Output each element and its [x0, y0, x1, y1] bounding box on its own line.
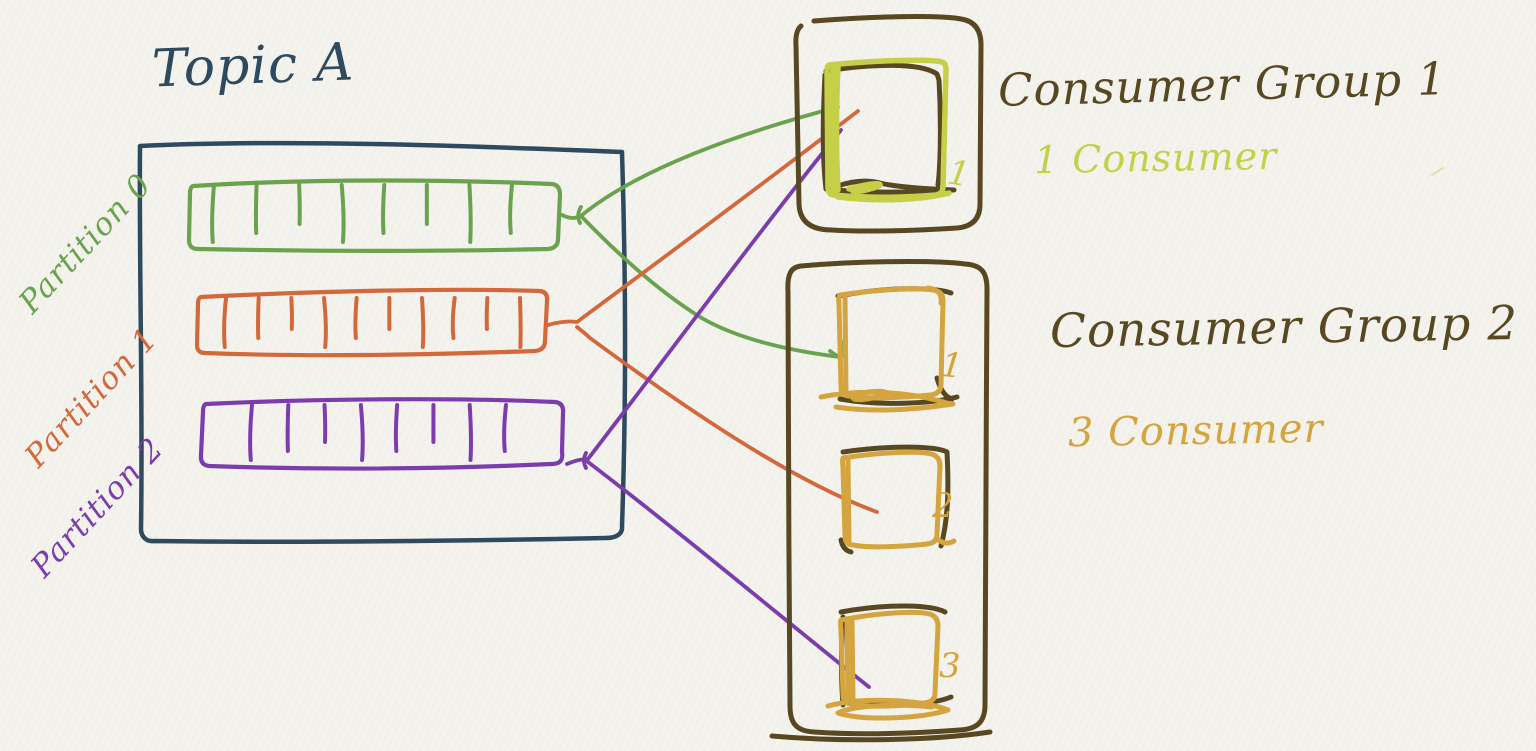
partition-divider: [322, 296, 328, 349]
partition-2-dividers: [248, 403, 508, 462]
assignment-p0-to-cg1: [560, 105, 840, 225]
consumer-group-1-consumer-box: [824, 57, 952, 203]
partition-divider: [297, 183, 302, 226]
tail-tick: [582, 451, 588, 470]
left-double-stroke: [842, 294, 849, 396]
tail-tick: [576, 205, 583, 225]
left-double-stroke-1: [828, 64, 837, 196]
corner-overshoot: [925, 285, 944, 306]
cg2-consumer-boxes: [818, 285, 957, 721]
partition-divider: [358, 403, 365, 462]
outline: [836, 286, 946, 401]
consumer-group-1-subtitle: 1 Consumer: [1033, 133, 1278, 183]
cg1-outline: [793, 14, 984, 234]
bottom-scribble: [825, 697, 951, 721]
partition-divider: [467, 403, 473, 462]
outline: [840, 449, 943, 550]
partition-divider: [253, 183, 259, 235]
partition-divider: [450, 296, 457, 340]
topic-title: Topic A: [151, 32, 356, 100]
cg1-consumer-box-yellowgreen: [824, 57, 949, 200]
partition-1-dividers: [222, 296, 523, 349]
cg2-consumer-3-number: 3: [939, 646, 962, 686]
partition-2-queue: [198, 397, 566, 471]
assignment-p1-to-cg1: [546, 109, 860, 327]
cg2-consumer-3-box: [825, 609, 951, 721]
partition-divider: [285, 403, 291, 453]
partition-divider: [353, 296, 359, 340]
assignment-p2-to-cg1: [565, 128, 843, 466]
topic-box: [137, 140, 628, 545]
partition-divider: [508, 183, 514, 235]
partition-divider: [518, 296, 523, 349]
cg2-consumer-1-box: [818, 285, 956, 413]
partition-divider: [484, 296, 490, 331]
consumer-group-2-subtitle: 3 Consumer: [1067, 405, 1325, 457]
cg2-consumer-1-number: 1: [938, 344, 966, 388]
cg2-outline: [785, 259, 990, 737]
partition-divider: [420, 296, 426, 349]
cg2-consumer-2-box: [840, 449, 957, 550]
partition-divider: [467, 183, 473, 244]
partition-divider: [322, 403, 328, 444]
topic-box-outline: [137, 140, 628, 545]
partition-divider: [222, 296, 228, 349]
partition-2-outline: [198, 397, 566, 471]
bottom-scribble: [818, 388, 956, 413]
line: [580, 215, 842, 359]
partition-1-queue: [194, 287, 550, 358]
consumer2-brown-accents: [838, 444, 951, 555]
left-double-stroke: [844, 617, 856, 704]
line: [565, 128, 843, 466]
partition-divider: [210, 183, 216, 244]
corner-hook: [934, 536, 957, 546]
consumer-group-2-name: Consumer Group 2: [1049, 295, 1519, 360]
left-double-stroke-2: [833, 63, 841, 193]
partition-0-dividers: [210, 183, 514, 244]
line: [575, 325, 879, 514]
partition-divider: [289, 296, 294, 331]
left-double-stroke: [845, 457, 852, 546]
cg2-bottom-overshoot: [769, 729, 993, 743]
partition-divider: [256, 296, 261, 340]
partition-divider: [502, 403, 508, 453]
cg2-consumer-2-number: 2: [932, 486, 955, 526]
bottom-scribble: [835, 180, 952, 203]
partition-divider: [393, 403, 400, 453]
partition-1-outline: [194, 287, 550, 358]
stray-mark: [1431, 167, 1444, 176]
assignment-p1-to-cg2-consumer2: [575, 325, 879, 514]
line: [560, 105, 840, 220]
partition-0-outline: [186, 178, 563, 253]
line: [586, 460, 871, 689]
partition-0-queue: [186, 178, 563, 253]
partition-divider: [339, 183, 346, 244]
partition-divider: [381, 183, 387, 235]
partition-divider: [248, 403, 254, 462]
assignment-p2-to-cg2-consumer3: [582, 451, 871, 689]
line: [546, 109, 860, 327]
